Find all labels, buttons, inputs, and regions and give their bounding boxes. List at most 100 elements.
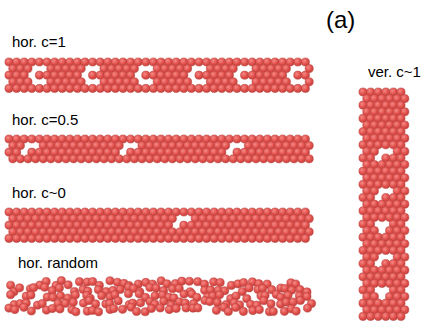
strip-label: hor. c=0.5 (12, 112, 78, 127)
atom-sphere (13, 234, 21, 242)
atom-sphere (212, 306, 220, 314)
atom-sphere (206, 155, 214, 163)
atom-sphere (275, 155, 283, 163)
atom-sphere (142, 84, 150, 92)
atom-sphere (232, 303, 240, 311)
atom-sphere (96, 234, 104, 242)
atom-sphere (127, 84, 135, 92)
atom-sphere (134, 234, 142, 242)
atom-sphere (191, 155, 199, 163)
atom-sphere (142, 71, 150, 79)
atom-sphere (157, 234, 165, 242)
atom-sphere (147, 304, 155, 312)
atom-sphere (5, 234, 13, 242)
atom-sphere (89, 58, 97, 66)
atom-sphere (43, 84, 51, 92)
atom-sphere (43, 234, 51, 242)
atom-sphere (225, 234, 233, 242)
atom-sphere (248, 234, 256, 242)
atom-sphere (271, 234, 279, 242)
atom-sphere (378, 279, 386, 287)
atom-sphere (195, 58, 203, 66)
atom-sphere (98, 292, 106, 300)
atom-sphere (48, 304, 56, 312)
atom-sphere (187, 84, 195, 92)
atom-sphere (39, 155, 47, 163)
atom-sphere (168, 155, 176, 163)
atom-sphere (9, 155, 17, 163)
atom-sphere (142, 58, 150, 66)
atom-sphere (5, 84, 13, 92)
atom-sphere (294, 71, 302, 79)
atom-sphere (301, 84, 309, 92)
atom-sphere (28, 84, 36, 92)
atom-sphere (222, 155, 230, 163)
atom-sphere (224, 307, 232, 315)
atom-sphere (298, 155, 306, 163)
atom-sphere (180, 84, 188, 92)
atom-sphere (127, 234, 135, 242)
atom-sphere (256, 84, 264, 92)
atom-sphere (244, 155, 252, 163)
atom-sphere (35, 84, 43, 92)
atom-sphere (142, 234, 150, 242)
atom-sphere (31, 155, 39, 163)
atom-sphere (58, 84, 66, 92)
atom-sphere (303, 304, 311, 312)
atom-sphere (271, 84, 279, 92)
atom-sphere (215, 291, 223, 299)
atom-sphere (397, 312, 405, 320)
atom-sphere (256, 234, 264, 242)
atom-sphere (16, 155, 24, 163)
atom-sphere (165, 84, 173, 92)
atom-group (5, 58, 409, 321)
atom-sphere (248, 84, 256, 92)
atom-sphere (73, 234, 81, 242)
atom-sphere (292, 307, 300, 315)
atom-sphere (180, 290, 188, 298)
atom-sphere (203, 84, 211, 92)
atom-sphere (81, 234, 89, 242)
atom-sphere (56, 305, 64, 313)
atom-sphere (110, 304, 118, 312)
atom-sphere (241, 71, 249, 79)
atom-sphere (210, 84, 218, 92)
atom-sphere (184, 155, 192, 163)
atom-sphere (279, 84, 287, 92)
atom-sphere (149, 84, 157, 92)
atom-sphere (41, 283, 49, 291)
atom-sphere (118, 305, 126, 313)
atom-sphere (263, 234, 271, 242)
atom-sphere (206, 297, 214, 305)
atom-sphere (81, 84, 89, 92)
atom-sphere (203, 234, 211, 242)
atom-sphere (176, 155, 184, 163)
atom-sphere (382, 246, 390, 254)
panel-label: (a) (326, 8, 355, 32)
atom-sphere (70, 155, 78, 163)
atom-sphere (130, 155, 138, 163)
atom-sphere (269, 307, 277, 315)
atom-sphere (29, 284, 37, 292)
atom-sphere (27, 307, 35, 315)
atom-sphere (27, 291, 35, 299)
atom-sphere (374, 312, 382, 320)
atom-sphere (64, 281, 72, 289)
atom-sphere (294, 84, 302, 92)
atom-sphere (89, 71, 97, 79)
atom-sphere (216, 278, 224, 286)
atom-sphere (15, 284, 23, 292)
atom-sphere (245, 284, 253, 292)
atom-sphere (359, 312, 367, 320)
atom-sphere (239, 307, 247, 315)
atom-sphere (172, 234, 180, 242)
atom-sphere (54, 155, 62, 163)
atom-sphere (185, 277, 193, 285)
atom-sphere (157, 84, 165, 92)
atom-sphere (241, 58, 249, 66)
atom-sphere (56, 292, 64, 300)
atom-sphere (195, 84, 203, 92)
atom-sphere (389, 312, 397, 320)
